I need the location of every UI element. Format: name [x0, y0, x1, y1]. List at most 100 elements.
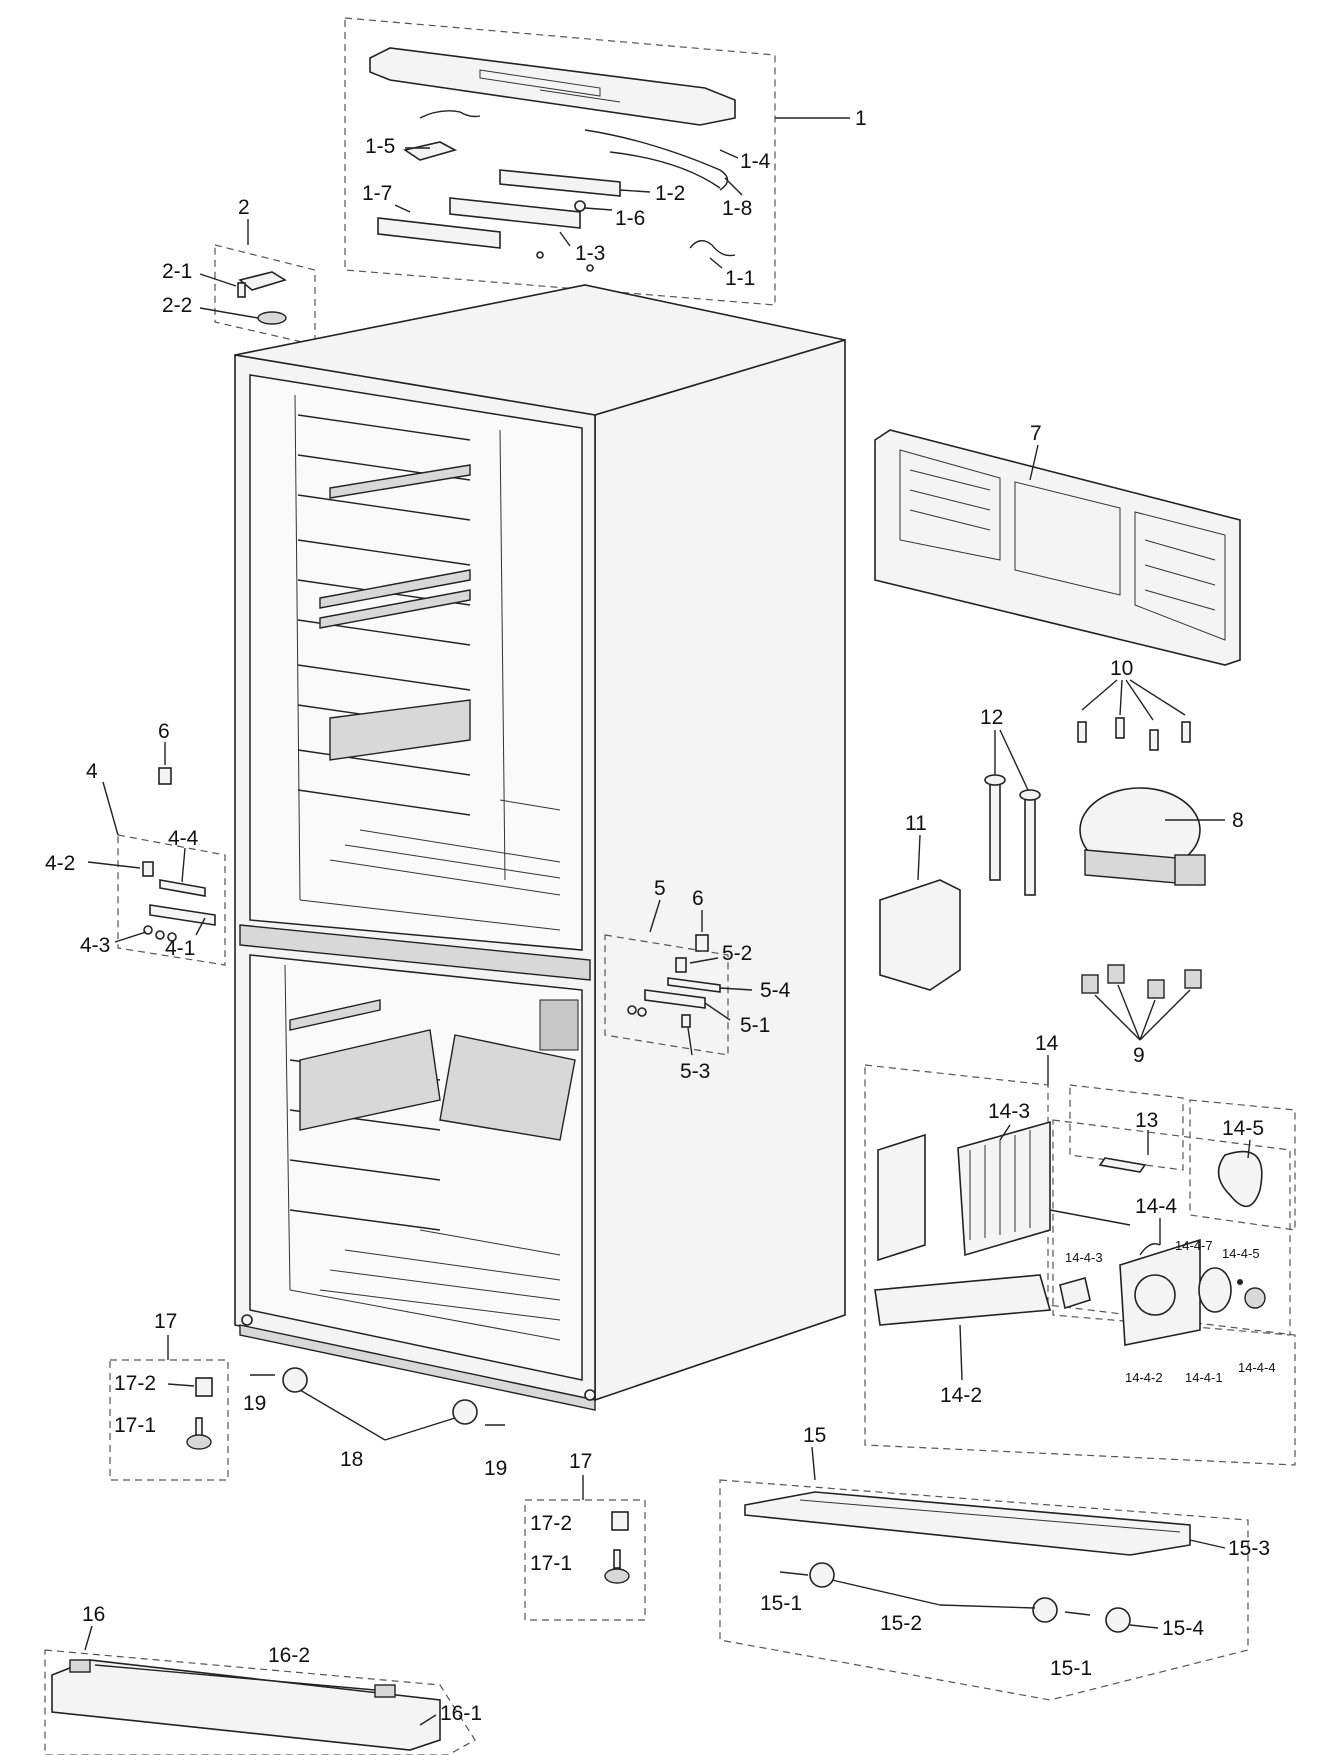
- label-15-2: 15-2: [880, 1612, 922, 1635]
- clip-16-2b-part: [374, 1684, 396, 1698]
- cabinet-side-face: [594, 338, 846, 1402]
- label-1-1: 1-1: [725, 267, 755, 290]
- label-4: 4: [86, 760, 98, 783]
- label-2: 2: [238, 196, 250, 219]
- group-1-top-cover-assembly: 1 1-4 1-5 1-2 1-6 1-8 1-7 1-3 1-1: [344, 17, 867, 306]
- fridge-compartment: [249, 374, 583, 951]
- label-2-1: 2-1: [162, 260, 192, 283]
- roller-15-2b-part: [1032, 1597, 1058, 1623]
- group-15-base-plate: 15 15-3 15-1 15-2 15-4 15-1: [719, 1424, 1270, 1701]
- label-17-1-middle: 17-1: [530, 1552, 572, 1575]
- label-17-2-left: 17-2: [114, 1372, 156, 1395]
- group-16-boundary: [44, 1649, 476, 1755]
- label-15: 15: [803, 1424, 826, 1447]
- label-19-right: 19: [484, 1457, 507, 1480]
- group-5-middle-right-hinge: 5 5-2 5-4 5-1 5-3: [604, 877, 791, 1083]
- panel-1-7-part: [377, 217, 501, 249]
- label-7: 7: [1030, 422, 1042, 445]
- label-14-4-1: 14-4-1: [1185, 1370, 1223, 1385]
- top-cover-part: [369, 47, 736, 126]
- fan-blade-14-5-part: [1217, 1150, 1263, 1208]
- label-15-1-right: 15-1: [1050, 1657, 1092, 1680]
- roller-18a-part: [282, 1367, 308, 1393]
- cap-6-right-part: [695, 934, 709, 952]
- label-1-4: 1-4: [740, 150, 771, 173]
- group-17-left-boundary: [109, 1359, 229, 1481]
- label-5-4: 5-4: [760, 979, 791, 1002]
- label-1: 1: [855, 107, 867, 130]
- bar-4-4-part: [159, 879, 206, 897]
- label-14-3: 14-3: [988, 1100, 1030, 1123]
- label-15-1-left: 15-1: [760, 1592, 802, 1615]
- label-17-middle: 17: [569, 1450, 592, 1473]
- label-18: 18: [340, 1448, 363, 1471]
- label-14: 14: [1035, 1032, 1059, 1055]
- label-5-3: 5-3: [680, 1060, 710, 1083]
- label-5: 5: [654, 877, 666, 900]
- label-14-4-7: 14-4-7: [1175, 1238, 1213, 1253]
- label-14-2: 14-2: [940, 1384, 982, 1407]
- clip-16-2a-part: [69, 1659, 91, 1673]
- tube-12a-part: [989, 779, 1001, 881]
- label-9: 9: [1133, 1044, 1145, 1067]
- foot-17-1b-part: [604, 1568, 630, 1584]
- wire-harness-part: [419, 110, 481, 119]
- label-1-7: 1-7: [362, 182, 392, 205]
- label-2-2: 2-2: [162, 294, 192, 317]
- bar-5-4-part: [667, 977, 721, 993]
- label-16-2: 16-2: [268, 1644, 310, 1667]
- part-7-rear-cover: 7: [874, 422, 1241, 666]
- label-14-4-5: 14-4-5: [1222, 1246, 1260, 1261]
- base-plate-15-3-part: [744, 1491, 1191, 1556]
- label-15-3: 15-3: [1228, 1537, 1270, 1560]
- label-17-1-left: 17-1: [114, 1414, 156, 1437]
- group-17-middle-boundary: [524, 1499, 646, 1621]
- freezer-vent-grille: [539, 999, 579, 1051]
- bracket-5-1-part: [644, 989, 706, 1009]
- panel-1-3-part: [449, 197, 581, 229]
- washer-2-2-part: [257, 311, 287, 325]
- label-11: 11: [905, 812, 927, 835]
- drain-tray-14-2-part: [874, 1274, 1052, 1326]
- label-14-5: 14-5: [1222, 1117, 1264, 1140]
- label-1-5: 1-5: [365, 135, 395, 158]
- label-15-4: 15-4: [1162, 1617, 1204, 1640]
- label-14-4-3: 14-4-3: [1065, 1250, 1103, 1265]
- label-1-8: 1-8: [722, 197, 752, 220]
- pin-5-3-part: [681, 1014, 691, 1028]
- foot-17-1a-part: [186, 1434, 212, 1450]
- part-1-6: [574, 200, 586, 212]
- label-14-4: 14-4: [1135, 1195, 1177, 1218]
- panel-14-plate-part: [877, 1133, 926, 1262]
- group-17-left-leveling-foot: 17 17-2 17-1: [109, 1310, 229, 1481]
- panel-1-5-part: [403, 141, 458, 161]
- label-16: 16: [82, 1603, 105, 1626]
- label-4-4: 4-4: [168, 827, 199, 850]
- bracket-14-4-3-part: [1059, 1277, 1091, 1310]
- pin-4-2-part: [142, 861, 154, 877]
- foot-15-4-part: [1105, 1607, 1131, 1633]
- label-4-2: 4-2: [45, 852, 75, 875]
- mount-9-part: [1081, 974, 1099, 994]
- group-16-base-grille: 16 16-2 16-1: [44, 1603, 482, 1755]
- group-14-4-boundary: [1052, 1119, 1291, 1336]
- pin-5-2-part: [675, 957, 687, 973]
- label-6-left: 6: [158, 720, 170, 743]
- group-14-evaporator-fan: 14 14-3 13 14-5 14-4 14-4-7 14-4-3 14-4-…: [864, 1032, 1296, 1466]
- label-10: 10: [1110, 657, 1133, 680]
- compressor-assembly: 10 8 9: [1077, 657, 1244, 1067]
- group-2-boundary: [214, 244, 316, 346]
- parts-11-12: 11 12: [879, 706, 1041, 991]
- roller-18b-part: [452, 1399, 478, 1425]
- label-6-right: 6: [692, 887, 704, 910]
- group-13-boundary: [1069, 1084, 1184, 1171]
- label-1-6: 1-6: [615, 207, 645, 230]
- bracket-11-part: [879, 879, 961, 991]
- label-5-1: 5-1: [740, 1014, 770, 1037]
- fan-hub-14-4-4-part: [1244, 1287, 1266, 1309]
- cap-6-left-part: [158, 767, 172, 785]
- motor-14-4-1-part: [1198, 1267, 1232, 1313]
- label-1-3: 1-3: [575, 242, 605, 265]
- cabinet-body: [234, 284, 846, 1411]
